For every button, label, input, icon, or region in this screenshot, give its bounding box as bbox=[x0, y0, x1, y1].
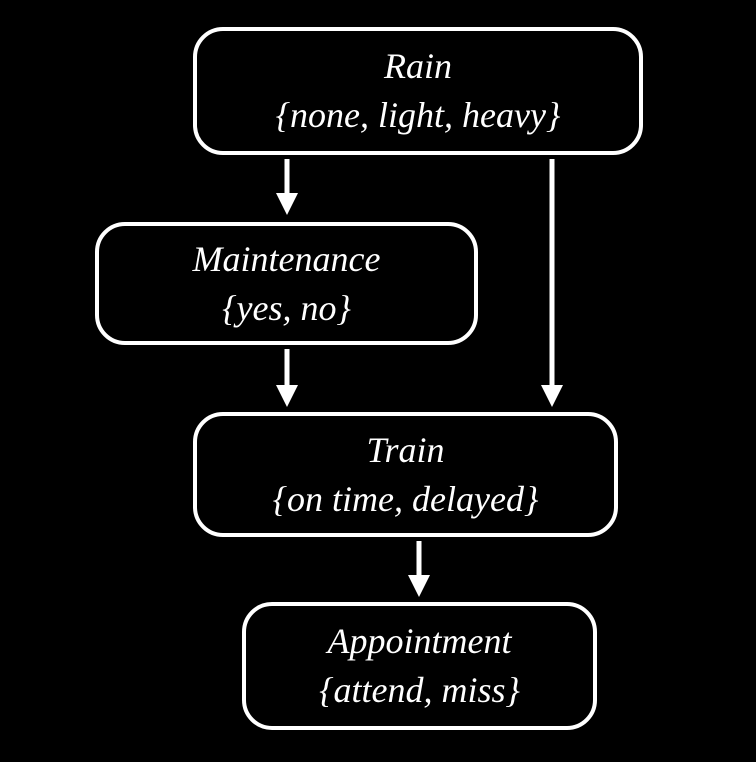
node-rain-label: Rain bbox=[384, 46, 452, 86]
node-maintenance-label: Maintenance bbox=[192, 238, 381, 279]
edge-rain-to-train-arrow bbox=[541, 159, 563, 407]
node-appointment: Appointment {attend, miss} bbox=[242, 602, 597, 730]
node-appointment-label: Appointment bbox=[327, 621, 512, 661]
node-appointment-domain: {attend, miss} bbox=[319, 670, 520, 710]
node-rain-domain: {none, light, heavy} bbox=[275, 95, 561, 135]
edge-maintenance-to-train-arrow bbox=[276, 349, 298, 407]
node-rain: Rain {none, light, heavy} bbox=[193, 27, 643, 155]
node-maintenance: Maintenance {yes, no} bbox=[95, 222, 478, 345]
edge-rain-to-maintenance-arrow bbox=[276, 159, 298, 215]
node-maintenance-domain: {yes, no} bbox=[222, 287, 351, 328]
edge-train-to-appointment-arrow bbox=[408, 541, 430, 597]
node-train: Train {on time, delayed} bbox=[193, 412, 618, 537]
node-train-domain: {on time, delayed} bbox=[272, 478, 539, 519]
node-train-label: Train bbox=[366, 429, 445, 470]
